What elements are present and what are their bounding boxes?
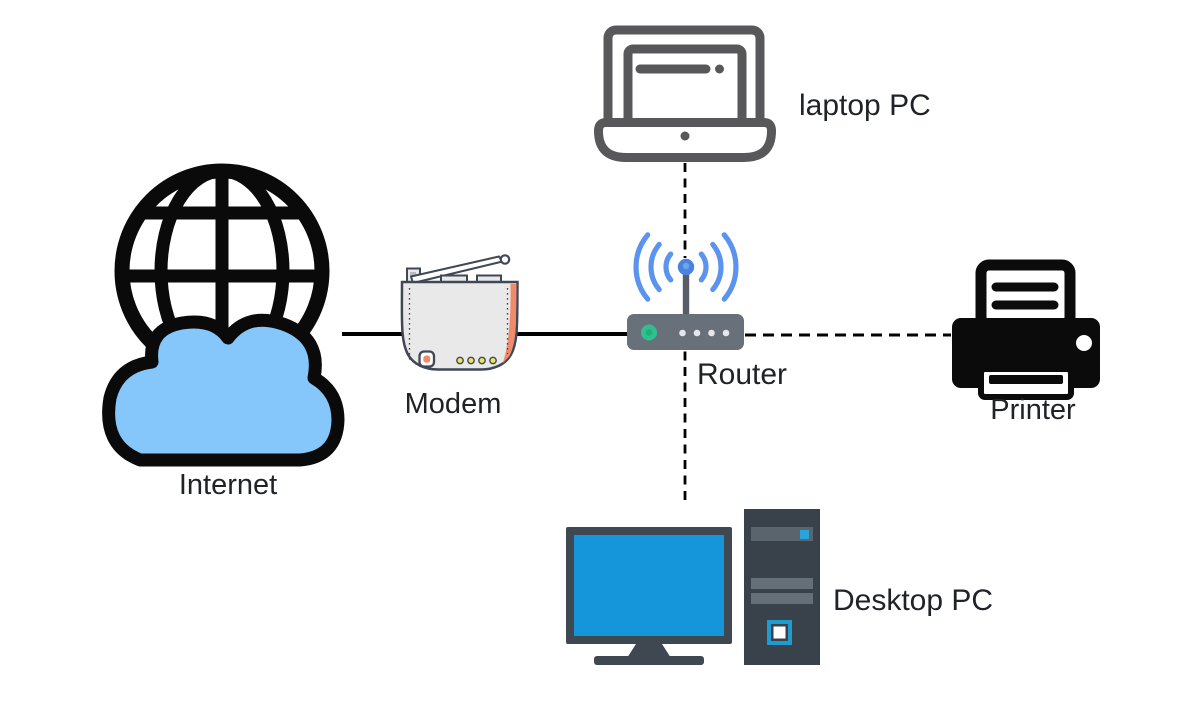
printer-label: Printer	[990, 394, 1076, 426]
router-antenna	[682, 270, 690, 318]
modem-body	[400, 280, 519, 371]
monitor-icon	[566, 527, 732, 665]
desktop-pc-icon	[566, 509, 820, 665]
cloud-icon	[102, 313, 345, 467]
router-icon	[627, 232, 744, 350]
wifi-signal-icon	[633, 232, 739, 302]
internet-icon	[102, 163, 345, 467]
laptop-icon	[594, 25, 776, 162]
internet-label: Internet	[178, 469, 278, 501]
tower-icon	[744, 509, 820, 665]
desktop-label: Desktop PC	[833, 584, 994, 617]
printer-icon	[952, 259, 1100, 400]
modem-leds	[456, 356, 497, 365]
laptop-label: laptop PC	[799, 89, 931, 122]
modem-icon	[400, 254, 519, 371]
router-label: Router	[697, 358, 788, 391]
modem-label: Modem	[404, 388, 502, 420]
